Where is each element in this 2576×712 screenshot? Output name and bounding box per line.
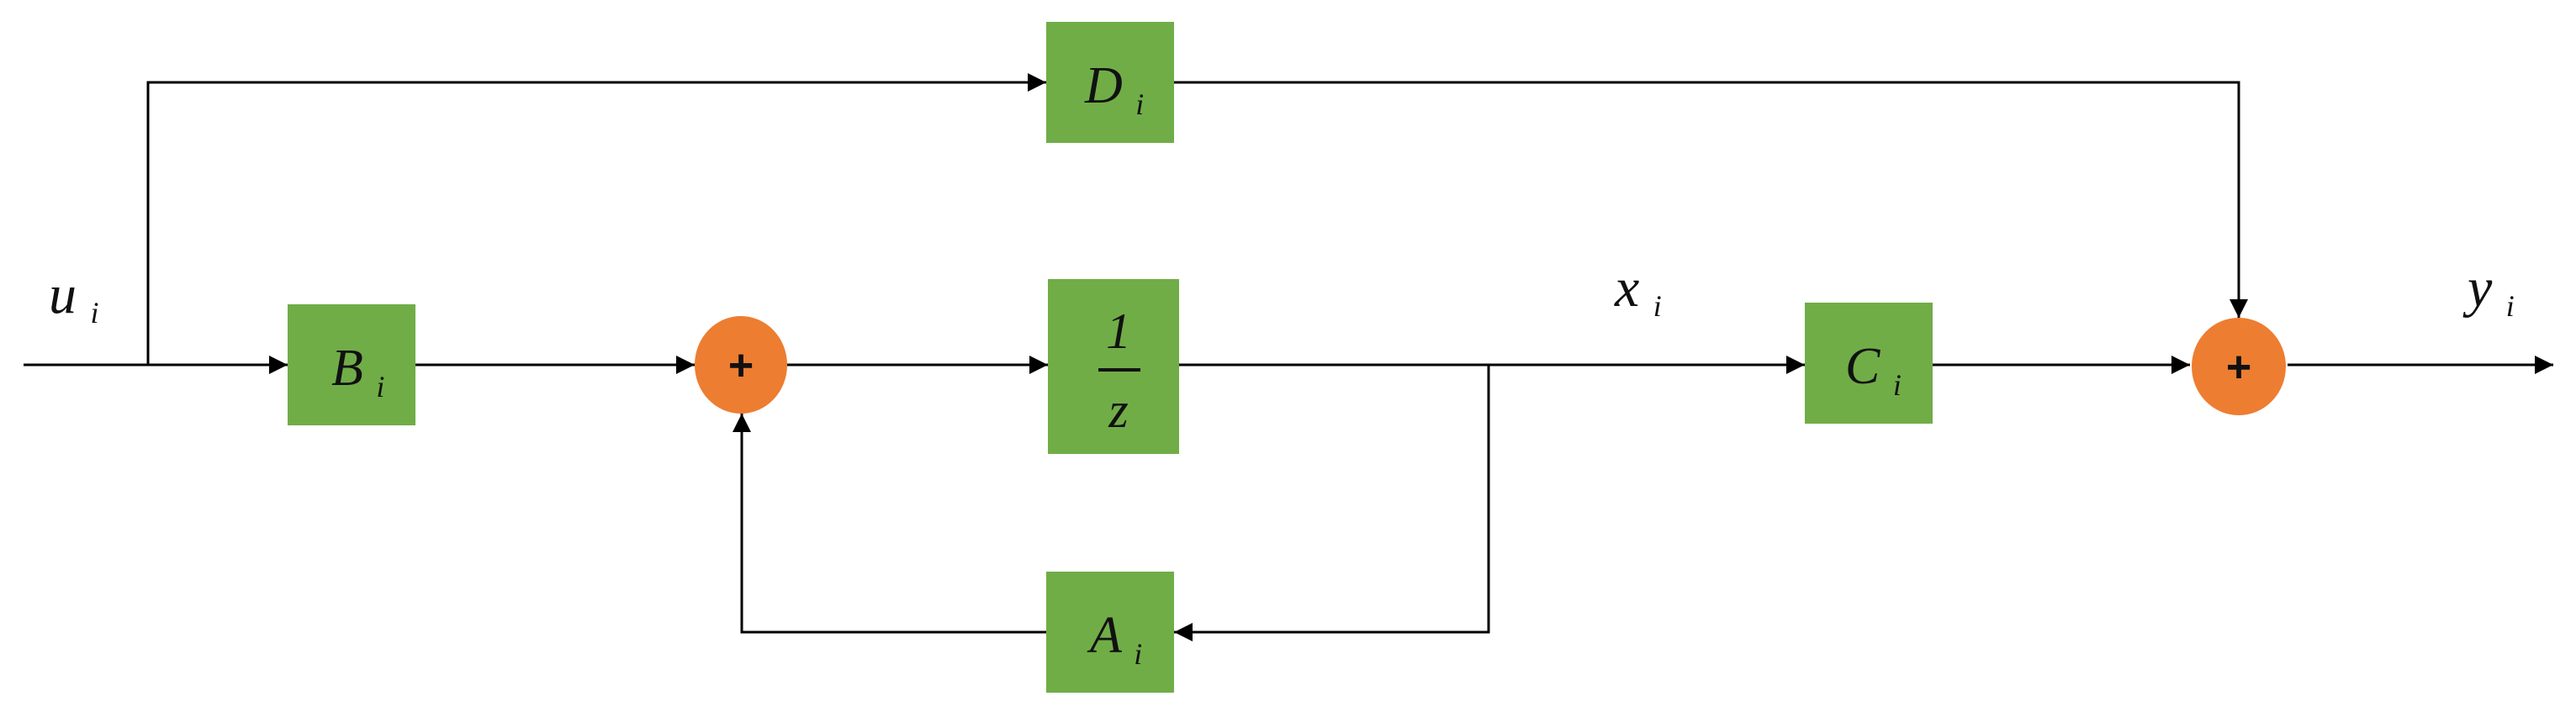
signal-u-label: u bbox=[49, 264, 77, 325]
svg-text:x i: x i bbox=[1614, 257, 1662, 323]
block-a-subscript: i bbox=[1134, 637, 1142, 671]
block-d-subscript: i bbox=[1135, 87, 1144, 121]
sum-junction-2: + bbox=[2192, 318, 2286, 415]
block-b-box bbox=[288, 304, 415, 425]
block-b: B i bbox=[288, 304, 415, 425]
signal-x-subscript: i bbox=[1653, 289, 1662, 323]
block-c-subscript: i bbox=[1893, 368, 1902, 402]
wire-d-to-sum2 bbox=[1174, 81, 2248, 318]
svg-text:D i: D i bbox=[1084, 57, 1144, 121]
block-unit-delay-box bbox=[1048, 279, 1179, 454]
svg-text:A i: A i bbox=[1087, 607, 1142, 671]
block-c-box bbox=[1805, 303, 1933, 424]
block-unit-delay-denominator: z bbox=[1108, 382, 1128, 438]
svg-text:u i: u i bbox=[49, 264, 99, 330]
svg-text:y i: y i bbox=[2462, 257, 2515, 323]
block-d-label: D bbox=[1084, 57, 1123, 114]
wire-a-to-sum1 bbox=[733, 414, 1046, 634]
signal-y-subscript: i bbox=[2506, 289, 2515, 323]
block-c: C i bbox=[1805, 303, 1933, 424]
sum-junction-2-plus: + bbox=[2226, 343, 2251, 392]
signal-x-label: x bbox=[1614, 257, 1639, 319]
block-a: A i bbox=[1046, 572, 1174, 693]
block-d-box bbox=[1046, 22, 1174, 143]
sum-junction-1-plus: + bbox=[728, 341, 754, 390]
block-a-label: A bbox=[1087, 607, 1123, 664]
sum-junction-2-circle bbox=[2192, 318, 2286, 415]
sum-junction-1: + bbox=[695, 316, 787, 414]
wire-state-to-a bbox=[1174, 365, 1490, 641]
svg-text:C i: C i bbox=[1845, 338, 1902, 402]
block-unit-delay-numerator: 1 bbox=[1106, 303, 1131, 359]
block-b-label: B bbox=[331, 340, 363, 397]
block-c-label: C bbox=[1845, 338, 1880, 395]
wires bbox=[24, 73, 2553, 641]
block-d: D i bbox=[1046, 22, 1174, 143]
sum-junction-1-circle bbox=[695, 316, 787, 414]
svg-text:B i: B i bbox=[331, 340, 384, 403]
block-b-subscript: i bbox=[376, 370, 384, 403]
signal-y-label: y bbox=[2462, 257, 2493, 319]
block-a-box bbox=[1046, 572, 1174, 693]
block-unit-delay: 1 z bbox=[1048, 279, 1179, 454]
signal-u-subscript: i bbox=[91, 296, 99, 330]
wire-feedforward-to-d bbox=[146, 73, 1046, 365]
